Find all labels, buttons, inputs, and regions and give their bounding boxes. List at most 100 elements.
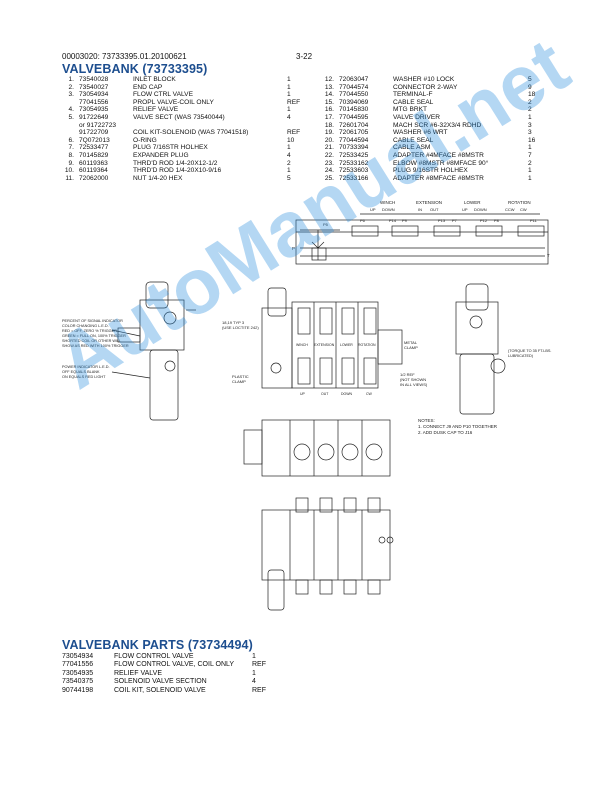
item-number: 25. [324, 174, 334, 182]
part-qty: 1 [287, 76, 291, 83]
item-number [58, 129, 79, 137]
part-description: MACH SCR #6-32X3/4 RDHD [393, 121, 482, 129]
part-number: 73540028 [79, 76, 109, 83]
item-number: 11. [65, 174, 74, 182]
part-description: FLOW CONTROL VALVE, COIL ONLY [114, 661, 235, 669]
part-number: 73054934 [79, 91, 109, 99]
part-number: 72063047 [339, 76, 369, 83]
part-number: 60119364 [79, 167, 108, 175]
part-number: 70394069 [339, 98, 369, 106]
part-number: 77044595 [339, 113, 369, 121]
part-qty: 1 [287, 106, 291, 114]
schematic-sub-up-2: UP [462, 207, 468, 212]
part-description: NUT 1/4-20 HEX [133, 174, 183, 182]
part-description: PLUG 9/16STR HOLHEX [393, 167, 468, 175]
part-description: WASHER #10 LOCK [393, 76, 455, 83]
parts-row: 73054935 RELIEF VALVE 1 [62, 670, 282, 678]
part-description: WASHER #6 WRT [393, 129, 448, 137]
part-number: 70145830 [339, 106, 369, 114]
part-description: VALVE DRIVER [393, 113, 441, 121]
part-description: FLOW CONTROL VALVE [114, 653, 194, 660]
part-qty: 4 [287, 151, 291, 159]
part-qty: 9 [528, 83, 532, 91]
part-qty: 10 [287, 136, 295, 144]
part-description: O-RING [133, 136, 157, 144]
part-qty: 1 [287, 167, 291, 175]
part-description: RELIEF VALVE [133, 106, 179, 114]
part-description: CONNECTOR 2-WAY [393, 83, 458, 91]
part-qty [287, 122, 301, 130]
part-description: EXPANDER PLUG [133, 151, 189, 159]
schematic-sub-out: OUT [430, 207, 439, 212]
part-qty: 1 [528, 167, 532, 175]
port-p11: P11 [530, 218, 538, 223]
part-qty: 18 [528, 91, 536, 99]
page-number: 3-22 [296, 52, 313, 61]
note-1: 1. CONNECT J9 AND P10 TOGETHER [418, 424, 498, 429]
doc-id: 00003020: 73733395.01.20100621 [62, 52, 187, 61]
item-number: 7. [68, 144, 75, 152]
part-description: TERMINAL-F [393, 91, 433, 99]
port-p9: P9 [402, 218, 408, 223]
hydraulic-schematic: WINCH EXTENSION LOWER ROTATION UP DOWN I… [292, 200, 550, 265]
part-description: ADAPTER #8MFACE #8MSTR [393, 174, 484, 182]
plan-view: NOTES: 1. CONNECT J9 AND P10 TOGETHER 2.… [243, 418, 498, 477]
parts-row: or 91722723 [58, 122, 301, 130]
part-qty: 16 [528, 136, 536, 144]
part-qty: 1 [287, 144, 291, 152]
callout-18-19: 18,19 TYP 3 (USE LOCTITE 242) [222, 320, 259, 330]
item-number: 18. [324, 121, 334, 129]
schematic-header-lower: LOWER [464, 200, 481, 205]
part-description: CABLE ASM [393, 144, 431, 152]
part-description: RELIEF VALVE [114, 669, 162, 677]
port-p12: P12 [480, 218, 488, 223]
part-description: MTG BRKT [393, 106, 428, 114]
part-number: 73054935 [62, 669, 94, 677]
part-number: 70145829 [79, 151, 109, 159]
part-qty: 2 [528, 159, 532, 167]
part-qty: 5 [287, 174, 291, 182]
part-qty: 1 [528, 144, 532, 152]
port-p13: P13 [438, 218, 446, 223]
part-description: ADAPTER #4MFACE #8MSTR [393, 151, 484, 159]
part-qty: 2 [528, 106, 532, 114]
port-p5: P5 [323, 222, 329, 227]
schematic-header-winch: WINCH [380, 200, 395, 205]
part-number: 72533603 [339, 167, 369, 175]
item-number: 23. [324, 159, 334, 167]
item-number: 15. [324, 98, 334, 106]
part-qty: 1 [252, 669, 256, 677]
part-description: THRD'D ROD 1/4-20X10-9/16 [133, 167, 222, 175]
part-number: 72601704 [339, 121, 369, 129]
left-note: PERCENT OF SIGNAL INDICATOR COLOR CHANGI… [62, 319, 129, 348]
part-qty: REF [252, 686, 266, 694]
part-description: CABLE SEAL [393, 98, 434, 106]
item-number: 12. [324, 76, 334, 83]
item-number: 6. [68, 136, 75, 144]
torque-note: (TORQUE TO 35 FT.LBS. LUBRICATED) [508, 349, 553, 358]
part-qty: 4 [287, 113, 291, 121]
part-number: 72061705 [339, 129, 369, 137]
part-qty: 1 [287, 83, 291, 91]
part-number: 77044574 [339, 83, 369, 91]
item-number: 17. [324, 113, 334, 121]
schematic-sub-down: DOWN [382, 207, 395, 212]
